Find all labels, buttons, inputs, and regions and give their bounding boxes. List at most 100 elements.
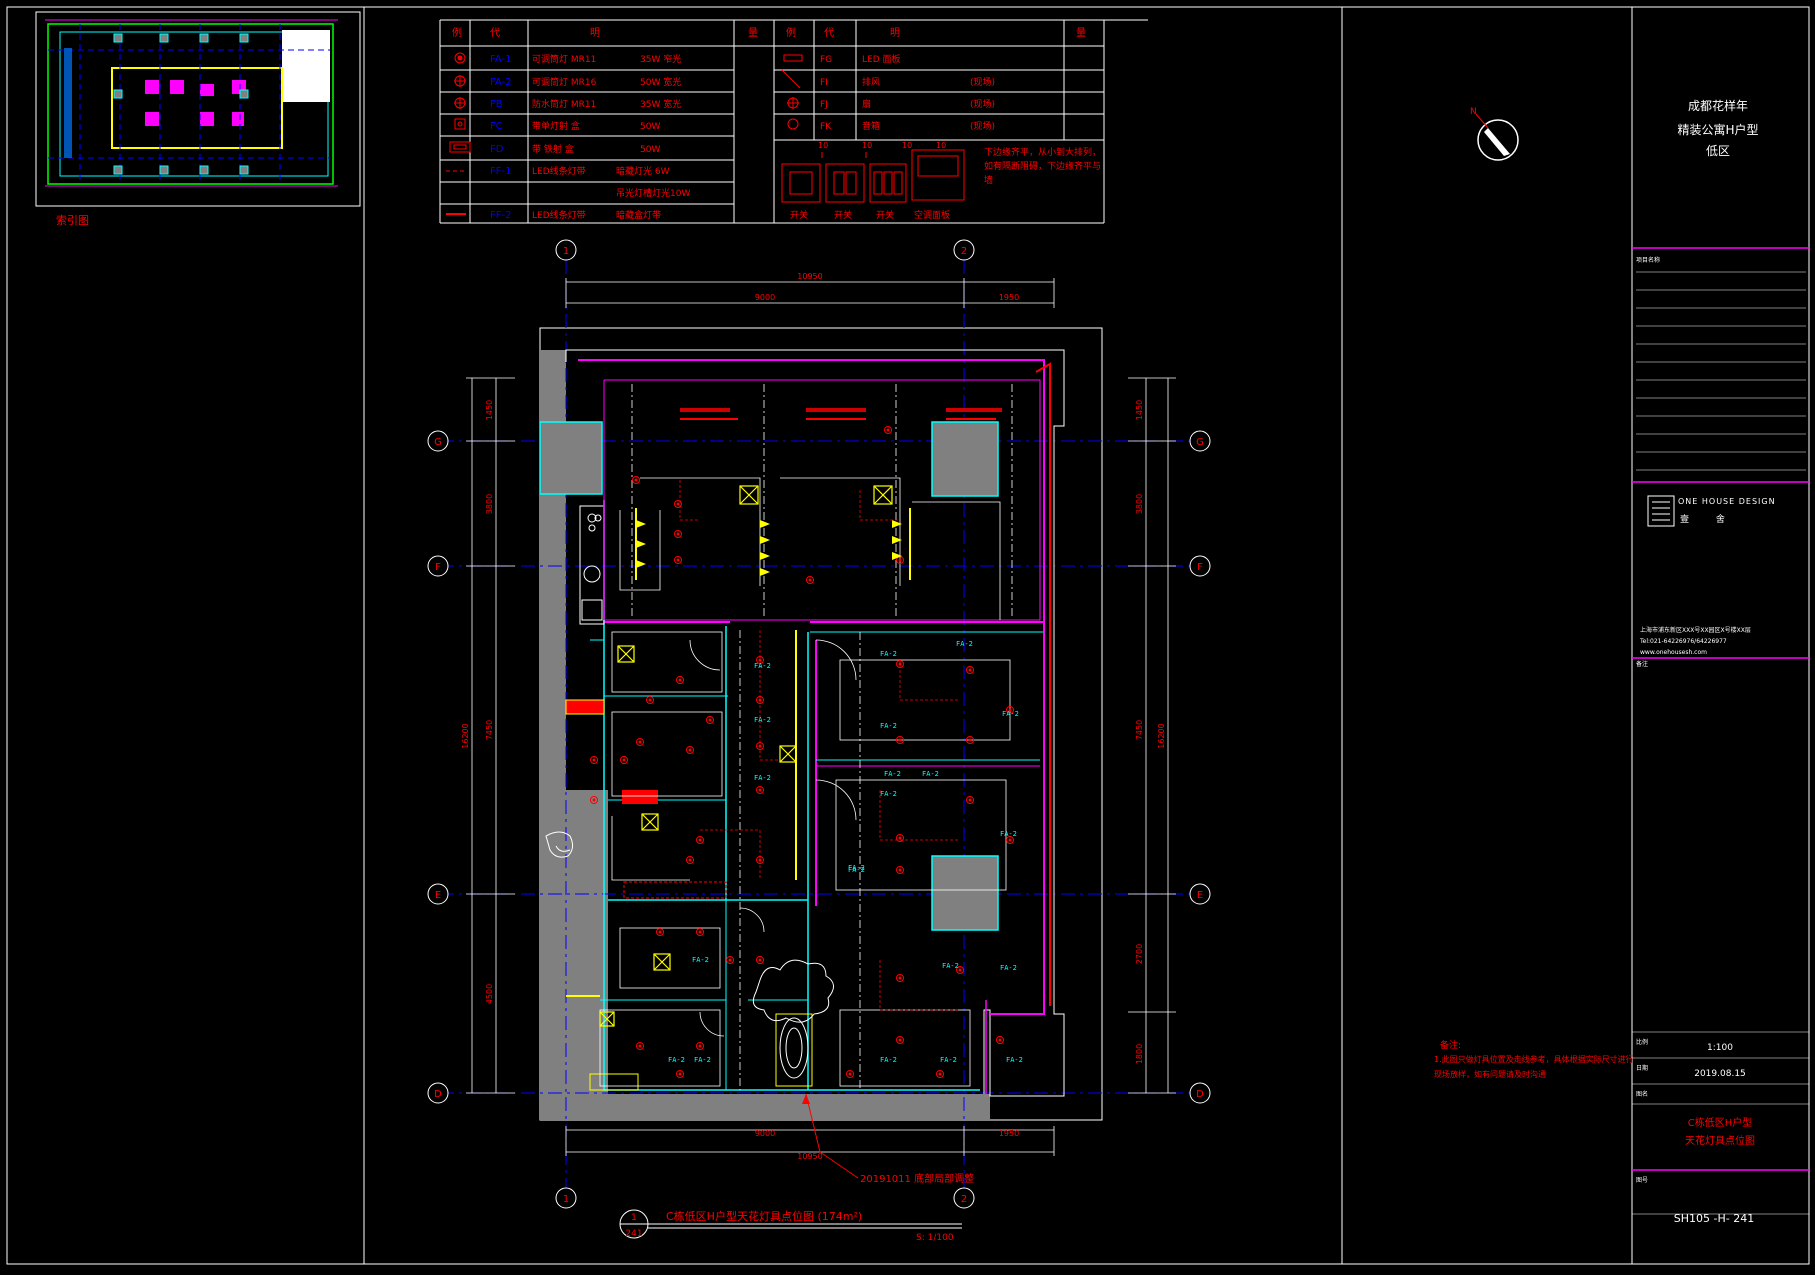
downlight-icon — [756, 786, 764, 794]
downlight-icon — [938, 1072, 942, 1076]
downlight-icon — [728, 958, 732, 962]
downlight-icon — [884, 426, 892, 434]
legend-code: FF-1 — [490, 166, 511, 177]
downlight-icon — [966, 736, 974, 744]
spot-box-fd-icon — [449, 141, 471, 153]
fixture-type-label: FA-2 — [1000, 964, 1017, 972]
legend-right-note: (现场) — [970, 121, 995, 132]
fixture-type-label: FA-2 — [880, 1056, 897, 1064]
plan-scale: S: 1/100 — [916, 1233, 954, 1243]
kitchen-appliances — [579, 505, 605, 625]
north-arrow-icon: N — [1470, 107, 1519, 161]
downlight-icon — [898, 738, 902, 742]
fixture-type-label: FA-2 — [848, 864, 865, 872]
downlight-icon — [898, 558, 902, 562]
spot-boxes — [599, 485, 893, 1027]
downlight-icon — [658, 930, 662, 934]
grid-bubbles — [427, 239, 1211, 1209]
legend-code: FA-1 — [490, 54, 511, 65]
fixture-type-label: FA-2 — [940, 1056, 957, 1064]
magenta-fill-accents — [603, 500, 1045, 1094]
legend-code: FF-2 — [490, 210, 511, 221]
grid-row-f-right: F — [1197, 562, 1203, 573]
downlight-icon — [726, 956, 734, 964]
project-line2: 精装公寓H户型 — [1677, 122, 1758, 137]
legend-symbols-right — [781, 54, 803, 130]
legend-right-code: FG — [820, 55, 832, 65]
fixture-type-label: FA-2 — [754, 662, 771, 670]
drawing-number: SH105 -H- 241 — [1674, 1212, 1754, 1225]
downlight-icon — [592, 758, 596, 762]
drawing-name-1: C栋低区H户型 — [1688, 1116, 1753, 1129]
downlight-icon — [696, 928, 704, 936]
legend-right-code: FJ — [820, 100, 828, 110]
downlight-icon — [966, 666, 974, 674]
downlight-icon — [676, 676, 684, 684]
fixture-type-label: FA-2 — [1002, 710, 1019, 718]
fixture-type-label: FA-2 — [880, 790, 897, 798]
dim-top-b: 1950 — [999, 293, 1019, 302]
title-num-top: 1 — [631, 1213, 637, 1223]
grid-col2-bottom-label: 2 — [961, 1194, 967, 1205]
downlight-icon — [898, 976, 902, 980]
downlight-icon — [676, 1070, 684, 1078]
downlight-icon — [896, 1036, 904, 1044]
legend-header-col1: 例 — [452, 26, 462, 39]
downlight-icon — [674, 530, 682, 538]
downlight-icon — [898, 836, 902, 840]
downlight-icon — [698, 838, 702, 842]
downlight-icon — [686, 746, 694, 754]
switch-panels — [781, 149, 965, 203]
drawing-name-2: 天花灯具点位图 — [1685, 1134, 1755, 1147]
legend-header-col2: 代 — [490, 27, 500, 39]
company-cn: 壹 舍 — [1680, 513, 1737, 525]
notes: 备注: 1.此图只做灯具位置及走线参考，具体根据实际尺寸进行现场放样，如有问题请… — [1434, 1039, 1634, 1079]
switch-label-4: 空调面板 — [914, 209, 950, 221]
downlight-icon — [1008, 838, 1012, 842]
switch-note: 下边缘齐平，从小到大排列，如有隔断阻碍，下边缘齐平与墙 — [984, 148, 1102, 186]
dimension-lines — [466, 278, 1176, 1156]
downlight-icon — [968, 668, 972, 672]
company-tel: Tel:021-64226976/64226977 — [1639, 638, 1727, 645]
dim-right-b: 3800 — [1135, 494, 1144, 514]
legend-spec: 暗藏盒灯带 — [616, 209, 661, 221]
fixture-type-label: FA-2 — [880, 722, 897, 730]
downlight-icon — [846, 1070, 854, 1078]
downlight-icon — [886, 428, 890, 432]
legend-desc: 带 铁射 盒 — [532, 143, 574, 155]
legend-spec: 35W 窄光 — [640, 53, 681, 65]
legend-code: FC — [490, 121, 503, 132]
downlight-icon — [676, 532, 680, 536]
key-plan-caption: 索引图 — [56, 213, 89, 227]
dim-right-total: 16200 — [1157, 723, 1166, 748]
switch-height-1: 10 — [818, 141, 828, 150]
downlight-icon — [632, 476, 640, 484]
bathroom-fixtures — [545, 831, 834, 1087]
notes-body-box: 1.此图只做灯具位置及走线参考，具体根据实际尺寸进行现场放样，如有问题请及时沟通 — [1434, 1055, 1634, 1079]
legend-desc: LED线条灯带 — [532, 209, 586, 221]
fixture-type-label: FA-2 — [694, 1056, 711, 1064]
switch-height-4: 10 — [936, 141, 946, 150]
legend-spec: 暗藏灯光 6W — [616, 165, 670, 177]
downlight-icon — [896, 974, 904, 982]
dim-left-total: 16200 — [461, 723, 470, 748]
dim-bottom-total: 10950 — [797, 1152, 822, 1161]
downlight-fa1-icon — [454, 52, 466, 64]
speaker-icon — [787, 118, 799, 130]
structural-columns — [539, 421, 999, 931]
fixture-type-label: FA-2 — [922, 770, 939, 778]
fixture-type-label: FA-2 — [668, 1056, 685, 1064]
downlight-icon — [1006, 706, 1014, 714]
grid-row-d-left: D — [434, 1089, 442, 1100]
downlight-icon — [592, 798, 596, 802]
grid-col1-bottom-label: 1 — [563, 1194, 569, 1205]
downlight-icon — [636, 1042, 644, 1050]
fixture-type-label: FA-2 — [1006, 1056, 1023, 1064]
tb-field-label-1: 项目名称 — [1636, 256, 1660, 264]
drawing-frame — [6, 6, 1810, 1265]
dim-top-a: 9000 — [755, 293, 775, 302]
drawing-title: 1 241 C栋低区H户型天花灯具点位图 (174m²) S: 1/100 — [619, 1209, 962, 1243]
dim-left-d: 4500 — [485, 984, 494, 1004]
downlight-icon — [698, 1044, 702, 1048]
